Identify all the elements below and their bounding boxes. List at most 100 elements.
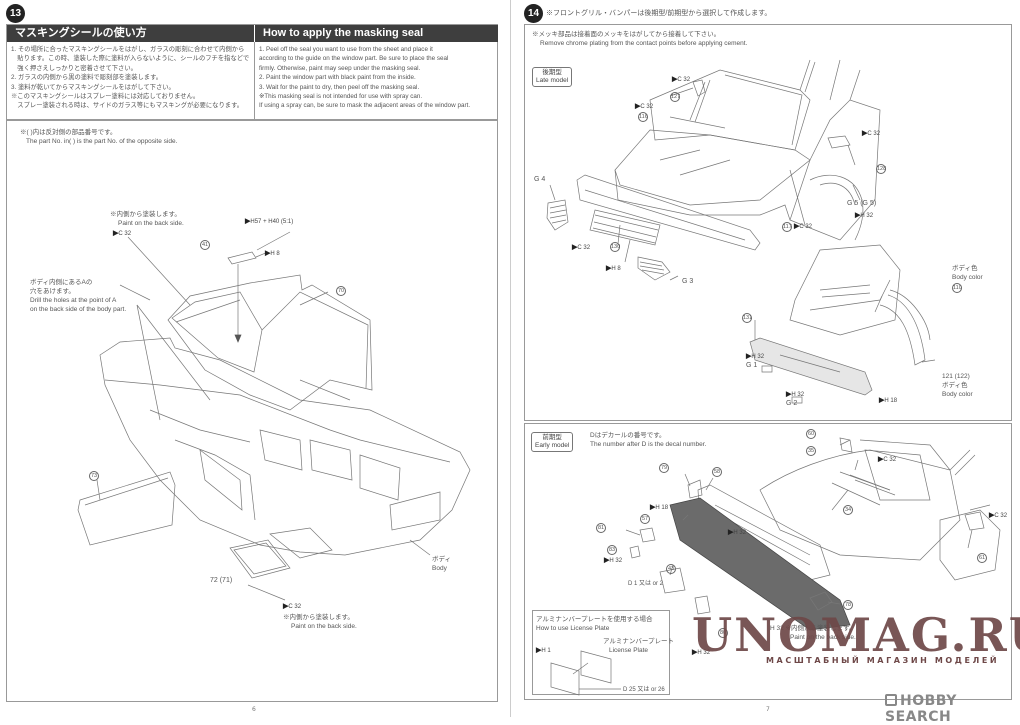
masking-title-en: How to apply the masking seal [255, 25, 498, 42]
part-131-label: 131 [742, 313, 752, 323]
masking-title-jp: マスキングシールの使い方 [7, 25, 254, 42]
tag-en: Early model [535, 442, 570, 449]
paint-callout-h8: ▶H 8 [265, 250, 280, 257]
paint-code: H 32 [697, 650, 711, 656]
decal-note-en: The number after D is the decal number. [590, 441, 707, 448]
part-number: 117 [782, 222, 792, 232]
part-number: 128 [876, 164, 887, 174]
paint-h32-80: ▶H 32 [692, 649, 711, 656]
masking-instructions-box: マスキングシールの使い方 How to apply the masking se… [6, 24, 498, 120]
paint-code: H 8 [270, 251, 280, 257]
hobby-search-icon [885, 694, 897, 706]
paint-c32-wiper-early: ▶C 32 [878, 456, 897, 463]
body-color-jp: ボディ色 [942, 382, 968, 389]
opposite-note-jp: ※( )内は反対側の部品番号です。 [20, 129, 117, 136]
license-box-title: アルミナンバープレートを使用する場合 How to use License Pl… [536, 615, 653, 633]
manual-page-6: 13 マスキングシールの使い方 How to apply the masking… [0, 0, 510, 717]
jp-line: 1. その場所に合ったマスキングシールをはがし、ガラスの彫刻に合わせて内側から [11, 46, 245, 53]
decal-choice-25-26: D 25 又は or 26 [623, 687, 665, 693]
part-number: 116 [638, 112, 648, 122]
paint-code: C 32 [640, 104, 654, 110]
part-number: 80 [718, 628, 728, 638]
page-number: 7 [766, 706, 770, 713]
part-83-label: 83 [607, 545, 617, 555]
body-label-jp: ボディ [432, 556, 452, 563]
drill-note-jp2: 穴をあけます。 [30, 288, 75, 295]
body-color-label-121: 121 (122) ボディ色 Body color [942, 372, 973, 399]
paint-code: H 32 [791, 392, 805, 398]
part-128-label: 128 [876, 164, 886, 174]
late-model-bumper-illustration [749, 244, 936, 404]
paint-code: C 32 [677, 77, 691, 83]
license-title-en: How to use License Plate [536, 625, 610, 632]
drill-note-en2: on the back side of the body part. [30, 306, 127, 313]
decal-choice-1-2: D 1 又は or 2 [628, 581, 664, 587]
paint-c32-right-mirror: ▶C 32 [862, 130, 881, 137]
jp-line: スプレー塗装される時は、サイドのガラス等にもマスキングが必要になります。 [11, 102, 244, 110]
masking-steps-en: 1. Peel off the seal you want to use fro… [259, 45, 470, 111]
early-model-tag: 前期型 Early model [531, 432, 574, 452]
page-number: 6 [252, 706, 256, 713]
paint-back-en: Paint on the back side. [291, 623, 357, 630]
paint-h32-g5: ▶H 32 [855, 212, 874, 219]
part-number: 58 [712, 467, 722, 477]
hobby-search-logo: HOBBY SEARCH [885, 693, 1020, 725]
drill-note-jp1: ボディ内側にあるAの [30, 279, 93, 286]
step14-title: ※フロントグリル・バンパーは後期型/前期型から選択して作成します。 [546, 10, 772, 17]
car-body-illustration [77, 231, 471, 601]
paint-h18-early: ▶H 18 [650, 504, 669, 511]
en-line: 3. Wait for the paint to dry, then peel … [259, 83, 420, 91]
paint-code: C 32 [883, 457, 897, 463]
paint-back-jp: ※内側から塗装します。 [110, 211, 181, 218]
body-color-jp: ボディ色 [952, 265, 978, 272]
paint-code: H 18 [655, 505, 669, 511]
chrome-plating-note: ※メッキ部品は接着面のメッキをはがしてから接着して下さい。 Remove chr… [532, 30, 747, 48]
chrome-note-en: Remove chrome plating from the contact p… [540, 40, 748, 47]
masking-steps-jp: 1. その場所に合ったマスキングシールをはがし、ガラスの彫刻に合わせて内側から … [11, 45, 249, 111]
body-label: ボディ Body [432, 555, 451, 573]
part-70-label: 70 [336, 286, 346, 296]
part-number: 61 [977, 553, 987, 563]
paint-code: C 32 [867, 131, 881, 137]
body-label-en: Body [432, 565, 447, 572]
drill-note-en1: Drill the holes at the point of A [30, 297, 117, 304]
en-line: If using a spray can, be sure to mask th… [259, 102, 471, 110]
step13-diagram-frame [6, 120, 498, 702]
part-80-label: 80 [718, 628, 728, 638]
paint-back-side-note-bottom: ※内側から塗装します。 Paint on the back side. [283, 613, 357, 631]
page-gutter [510, 0, 511, 717]
tag-jp: 後期型 [542, 69, 562, 76]
paint-callout-c32-bottom: ▶C 32 [283, 603, 302, 610]
part-79-label: 79 [659, 463, 669, 473]
license-title-jp: アルミナンバープレートを使用する場合 [536, 616, 653, 623]
part-78-label: 78 [843, 600, 853, 610]
part-35-label: 35 [806, 446, 816, 456]
jp-line: 貼ります。この時、塗装した際に塗料が入らないように、シールのフチを指などで [11, 55, 250, 63]
paint-code: C 32 [288, 604, 302, 610]
license-plate-callout: アルミナンバープレートを使用する場合 How to use License Pl… [532, 610, 674, 696]
part-number: 83 [607, 545, 617, 555]
paint-c32-mirror: ▶C 32 [672, 76, 691, 83]
paint-h1: ▶H 1 [536, 647, 551, 654]
step-number-badge: 14 [524, 4, 543, 23]
paint-h32-83: ▶H 32 [604, 557, 623, 564]
part-number: 131 [742, 313, 753, 323]
part-number: 79 [659, 463, 669, 473]
paint-back-jp: ※内側から塗装します。 [785, 625, 856, 632]
part-number: 70 [336, 286, 346, 296]
part-127-label: 127 [670, 92, 680, 102]
tag-jp: 前期型 [542, 434, 562, 441]
paint-c32: ▶C 32 [793, 223, 813, 230]
paint-back-side-note-early: H 32 ※内側から塗装します。 Paint on the back side. [770, 624, 856, 642]
part-number: 81 [596, 523, 606, 533]
paint-code: H 32 [609, 558, 623, 564]
part-number: 130 [610, 242, 621, 252]
column-divider [254, 42, 255, 120]
paint-back-en: Paint on the back side. [118, 220, 184, 227]
paint-h32-grille-early: ▶H 32 [728, 529, 747, 536]
paint-h32-g2: ▶H 32 [786, 391, 805, 398]
license-plate-illustration [550, 650, 621, 696]
paint-code: H 18 [884, 398, 898, 404]
decal-note: Dはデカールの番号です。 The number after D is the d… [590, 431, 706, 449]
decal-note-jp: Dはデカールの番号です。 [590, 432, 666, 439]
